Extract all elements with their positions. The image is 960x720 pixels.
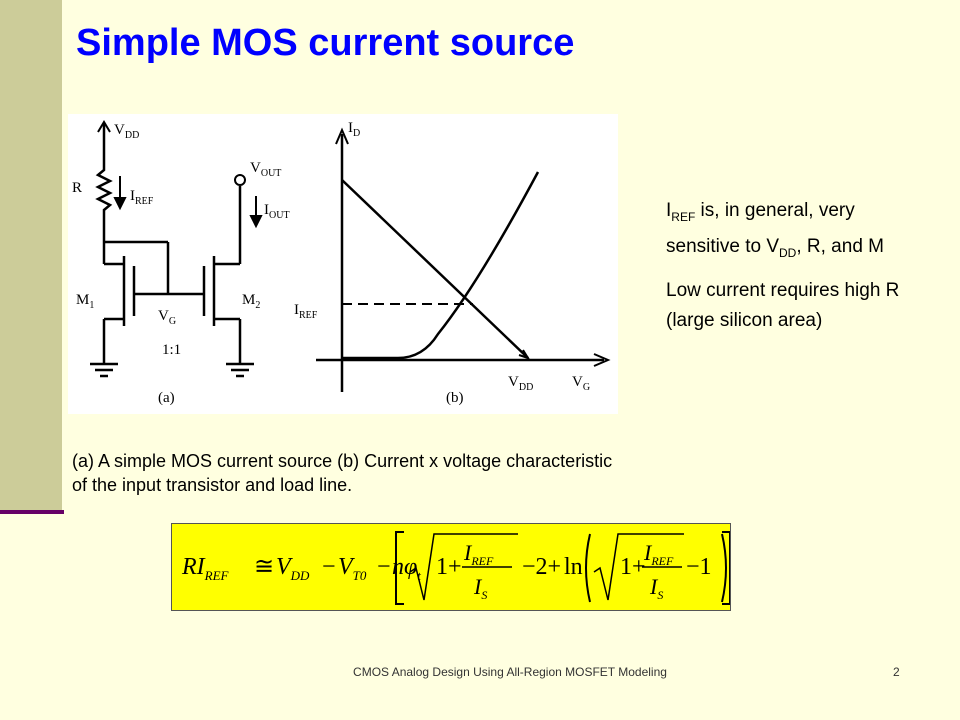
r-label: R — [72, 180, 82, 196]
page-number: 2 — [893, 665, 900, 679]
side-rule — [0, 510, 64, 514]
eq-vdd: VDD — [276, 554, 310, 583]
iref-label: IREF — [130, 188, 154, 207]
eq-lhs: RIREF — [181, 554, 230, 583]
eq-bracket-left — [395, 531, 404, 605]
circuit-svg: VDD R IREF VOUT IOUT M1 M2 VG 1:1 (a) ID… — [72, 120, 611, 406]
note-low-current: Low current requires high R (large silic… — [666, 279, 900, 331]
vout-terminal — [234, 174, 246, 186]
iout-label: IOUT — [264, 202, 290, 221]
eq-is-den-1: IS — [473, 574, 487, 602]
label-b: (b) — [446, 390, 464, 406]
vdd-label: VDD — [114, 122, 139, 141]
eq-is-den-2: IS — [649, 574, 663, 602]
circuit-figure: VDD R IREF VOUT IOUT M1 M2 VG 1:1 (a) ID… — [68, 114, 618, 414]
vdd-axis-label: VDD — [508, 374, 533, 393]
eq-minus-1: − — [322, 554, 336, 580]
eq-paren-left — [585, 533, 591, 603]
eq-minus-two-plus: −2+ — [522, 554, 561, 580]
ratio-label: 1:1 — [162, 342, 181, 358]
plot-b-axes — [316, 127, 611, 392]
vout-label: VOUT — [250, 160, 281, 179]
load-line-arrow — [518, 349, 531, 360]
eq-one-plus-1: 1+ — [436, 554, 462, 580]
id-curve — [342, 171, 540, 360]
eq-iref-num-2: IREF — [643, 540, 674, 568]
eq-minus-2: − — [377, 554, 391, 580]
eq-minus-one: −1 — [686, 554, 712, 580]
iref-axis-label: IREF — [294, 302, 318, 321]
eq-bracket-right — [722, 531, 730, 605]
side-bar — [0, 0, 62, 510]
equation-box: RIREF ≅ VDD − VT0 − nφt 1+ IREF IS −2+ l… — [171, 523, 731, 611]
slide-title: Simple MOS current source — [76, 22, 575, 64]
label-a: (a) — [158, 390, 175, 406]
eq-sqrt-1 — [409, 533, 518, 601]
current-arrows — [113, 176, 263, 229]
note-iref-sensitivity: IREF is, in general, very sensitive to V… — [666, 200, 884, 260]
eq-approx: ≅ — [254, 554, 274, 580]
m2-label: M2 — [242, 292, 260, 311]
circuit-a-wires — [90, 120, 254, 378]
eq-vt0: VT0 — [338, 554, 367, 583]
vg-axis-label: VG — [572, 374, 590, 393]
eq-ln: ln — [564, 554, 583, 580]
figure-caption: (a) A simple MOS current source (b) Curr… — [72, 451, 613, 495]
eq-one-plus-2: 1+ — [620, 554, 646, 580]
load-line — [341, 179, 529, 359]
equation-svg: RIREF ≅ VDD − VT0 − nφt 1+ IREF IS −2+ l… — [181, 531, 730, 605]
eq-paren-right — [721, 533, 727, 603]
id-axis-label: ID — [348, 120, 360, 139]
eq-iref-num-1: IREF — [463, 540, 494, 568]
m1-label: M1 — [76, 292, 94, 311]
notes: IREF is, in general, very sensitive to V… — [666, 196, 926, 344]
vg-label: VG — [158, 308, 176, 327]
slide-footer: CMOS Analog Design Using All-Region MOSF… — [353, 665, 667, 679]
eq-sqrt-2 — [593, 533, 684, 601]
